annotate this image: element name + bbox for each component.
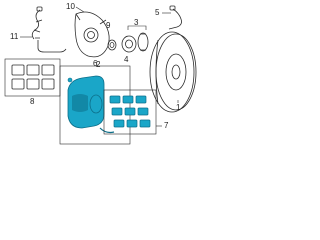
seal-part-9: [107, 39, 117, 51]
callout-4: 4: [124, 55, 129, 64]
brake-assembly-diagram: 11 10 9 3 4 5 2 1 8 6 7: [0, 0, 200, 147]
pads-kit-box-8: [4, 58, 61, 97]
callout-6: 6: [93, 59, 98, 68]
callout-8: 8: [30, 97, 35, 106]
caliper-kit-box-6: [59, 65, 131, 145]
brake-hose-part-11: [31, 6, 67, 53]
callout-7: 7: [164, 121, 169, 130]
hub-part-3: [137, 32, 149, 52]
brake-pads-part-8: [11, 64, 55, 90]
hub-bearing-part-4: [121, 35, 137, 53]
brake-disc-part-1: [149, 31, 197, 113]
hardware-kit-box-7: [103, 89, 157, 135]
callout-9: 9: [106, 21, 111, 30]
callout-2: 2: [96, 60, 101, 69]
pad-hardware-part-7: [109, 95, 151, 128]
callout-1: 1: [176, 103, 181, 112]
callout-3: 3: [134, 18, 139, 27]
sensor-wire-part-5: [168, 5, 182, 30]
callout-5: 5: [155, 8, 160, 17]
dust-shield-part-10: [74, 11, 110, 58]
leader-bracket-3: [127, 25, 147, 30]
callout-11: 11: [10, 32, 19, 41]
brake-caliper-part-6: [67, 75, 115, 134]
leader-line-10: [75, 6, 85, 13]
callout-10: 10: [66, 2, 75, 11]
